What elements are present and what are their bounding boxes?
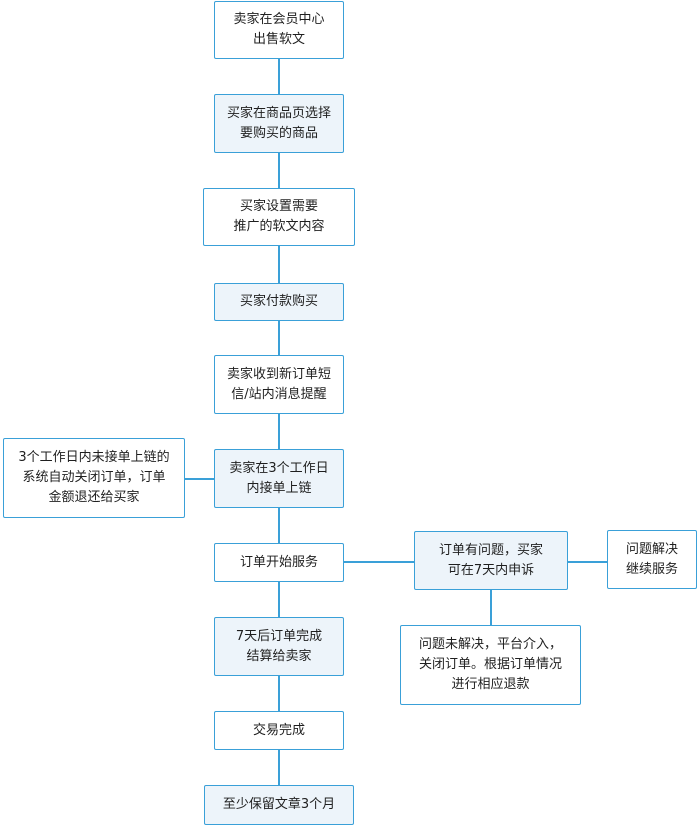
node-order-complaint: 订单有问题，买家 可在7天内申诉	[414, 531, 568, 590]
node-auto-close-refund: 3个工作日内未接单上链的 系统自动关闭订单，订单 金额退还给买家	[3, 438, 185, 518]
node-seller-accept-order: 卖家在3个工作日 内接单上链	[214, 449, 344, 508]
node-order-service-start: 订单开始服务	[214, 543, 344, 582]
node-buyer-pay: 买家付款购买	[214, 283, 344, 321]
node-buyer-set-content: 买家设置需要 推广的软文内容	[203, 188, 355, 246]
node-keep-article: 至少保留文章3个月	[204, 785, 354, 825]
node-seller-list-article: 卖家在会员中心 出售软文	[214, 1, 344, 59]
node-issue-resolved: 问题解决 继续服务	[607, 530, 697, 589]
node-platform-intervene: 问题未解决，平台介入， 关闭订单。根据订单情况 进行相应退款	[400, 625, 581, 705]
node-transaction-complete: 交易完成	[214, 711, 344, 750]
node-order-complete-settle: 7天后订单完成 结算给卖家	[214, 617, 344, 676]
node-buyer-select-product: 买家在商品页选择 要购买的商品	[214, 94, 344, 153]
node-seller-notified: 卖家收到新订单短 信/站内消息提醒	[214, 355, 344, 414]
